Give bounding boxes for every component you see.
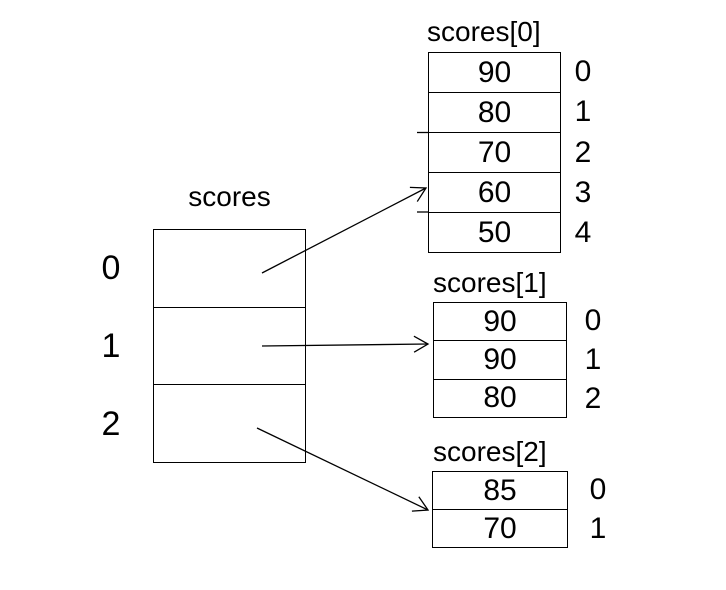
- array-cell: 50: [477, 215, 512, 249]
- main-array-index: 0: [101, 248, 121, 287]
- sub-array-0-index-column: 0 1 2 3 4: [568, 52, 598, 253]
- sub-array-2-title: scores[2]: [433, 436, 547, 467]
- sub-array-2-index-column: 0 1: [583, 471, 613, 548]
- index-label: 1: [589, 511, 607, 545]
- main-array-box: [153, 229, 306, 463]
- main-array-cell: [154, 385, 305, 462]
- main-array-cell: [154, 308, 305, 386]
- main-array-title: scores: [188, 181, 271, 212]
- index-label: 0: [574, 55, 592, 89]
- array-cell: 90: [434, 303, 566, 342]
- index-label: 2: [574, 135, 592, 169]
- array-cell: 60: [429, 173, 560, 213]
- array-cell: 70: [483, 511, 517, 545]
- index-label: 3: [574, 175, 592, 209]
- array-cell: 90: [429, 53, 560, 93]
- sub-array-0-title: scores[0]: [427, 16, 541, 47]
- array-cell: 80: [429, 93, 560, 133]
- index-label: 1: [584, 343, 602, 376]
- index-label: 2: [584, 381, 602, 415]
- main-array-index: 1: [101, 326, 121, 365]
- array-cell: 80: [483, 381, 517, 415]
- array-cell: 90: [434, 341, 566, 380]
- index-label: 4: [574, 215, 592, 249]
- sub-array-1-title: scores[1]: [433, 267, 547, 298]
- sub-array-1-box: 90 90 80: [433, 302, 567, 418]
- index-label: 1: [574, 95, 592, 129]
- sub-array-2-box: 85 70: [432, 471, 568, 548]
- sub-array-0-box: 90 80 70 60 50: [428, 52, 561, 253]
- array-cell: 85: [433, 472, 567, 510]
- array-cell: 70: [429, 133, 560, 173]
- main-array-cell: [154, 230, 305, 308]
- sub-array-1-index-column: 0 1 2: [578, 302, 608, 418]
- main-array-index-column: 0 1 2: [94, 229, 128, 463]
- index-label: 0: [589, 473, 607, 507]
- main-array-index: 2: [101, 404, 121, 443]
- index-label: 0: [584, 304, 602, 338]
